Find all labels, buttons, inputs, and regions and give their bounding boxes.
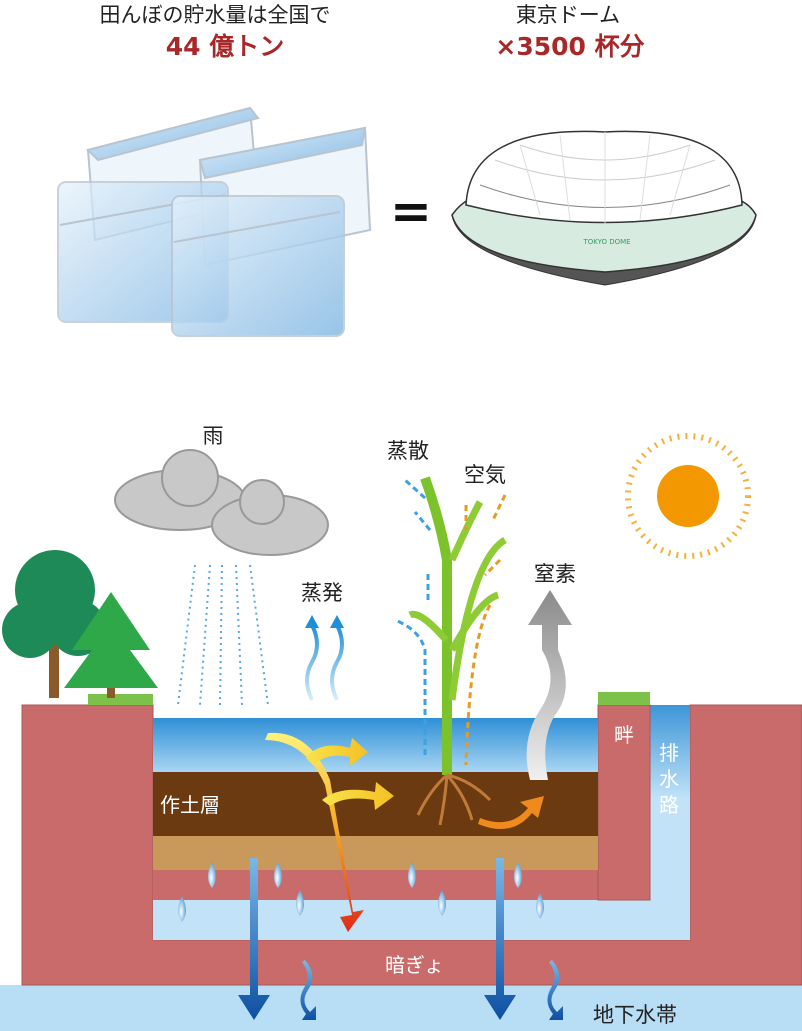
water-flow-arrows xyxy=(265,732,544,932)
water-tanks-illustration xyxy=(57,106,372,337)
nitrogen-label: 窒素 xyxy=(534,562,576,586)
rice-plant-illustration xyxy=(408,476,507,826)
paddy-water xyxy=(153,718,598,772)
water-tank xyxy=(171,195,345,337)
grass xyxy=(88,694,153,705)
tokyo-dome-illustration: TOKYO DOME xyxy=(451,130,757,286)
trees-illustration xyxy=(2,550,158,698)
equals-sign: = xyxy=(390,182,432,240)
drainage-channel-label-2: 水 xyxy=(659,767,679,791)
drainage-channel xyxy=(153,705,690,940)
nitrogen-release-arrow xyxy=(526,590,572,780)
groundwater-label: 地下水帯 xyxy=(593,1003,677,1027)
dome-caption: 東京ドーム xyxy=(516,3,620,27)
rain-lines xyxy=(177,564,269,706)
water-drops xyxy=(178,862,544,922)
ground-cross-section xyxy=(0,692,802,1031)
transpiration-arrows xyxy=(394,478,432,755)
infiltration-arrows xyxy=(238,858,563,1020)
evaporation-label: 蒸発 xyxy=(301,581,343,605)
underdrain-label: 暗ぎょ xyxy=(385,953,444,977)
groundwater-zone xyxy=(0,985,802,1031)
dome-value: ×3500 杯分 xyxy=(495,32,644,61)
sun-icon xyxy=(625,433,751,559)
evaporation-arrows xyxy=(305,615,344,701)
rain-cloud-icon xyxy=(114,449,329,556)
air-label: 空気 xyxy=(464,463,506,487)
grass xyxy=(598,692,650,705)
air-arrows xyxy=(464,494,507,766)
levee-label: 畔 xyxy=(614,723,634,747)
drainage-channel-label-3: 路 xyxy=(659,793,679,817)
earth-under-paddy xyxy=(153,870,650,900)
storage-caption: 田んぼの貯水量は全国で xyxy=(100,3,331,27)
storage-value: 44 億トン xyxy=(166,32,285,61)
dome-logo-text: TOKYO DOME xyxy=(582,238,630,246)
rain-label: 雨 xyxy=(203,424,224,448)
drainage-channel-label-1: 排 xyxy=(659,741,679,765)
transpiration-label: 蒸散 xyxy=(387,439,429,463)
topsoil-label: 作土層 xyxy=(160,793,220,817)
subsoil-layer xyxy=(153,836,598,870)
